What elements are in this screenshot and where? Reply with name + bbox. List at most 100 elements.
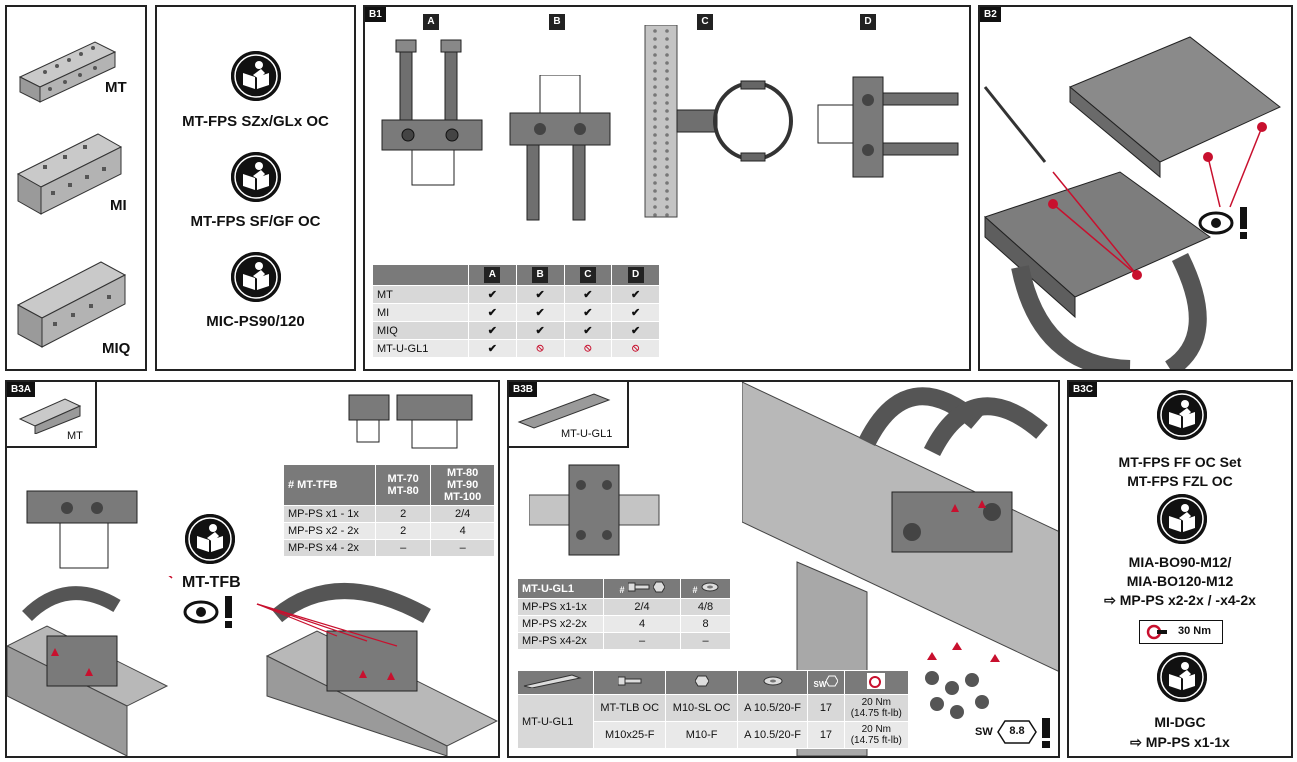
- cell: 17: [807, 694, 845, 722]
- perforation-hole: [653, 205, 657, 209]
- perforation-hole: [653, 189, 657, 193]
- manual-book-icon: [1157, 652, 1207, 702]
- nut-icon: [694, 675, 710, 687]
- sw-grade-badge: 8.8: [997, 720, 1037, 744]
- prohibited-icon: ⦸: [515, 339, 565, 358]
- cell: 8: [680, 615, 731, 633]
- mt-profile-icon: [18, 398, 82, 434]
- row-label: MP-PS x4 - 2x: [283, 539, 376, 557]
- table-row: MP-PS x4 - 2x – –: [283, 539, 495, 557]
- perforation-hole: [665, 165, 669, 169]
- table-row: MI ✔ ✔ ✔ ✔: [372, 303, 660, 322]
- perforation-hole: [665, 213, 669, 217]
- variant-c-illustration: [644, 25, 793, 218]
- col-header-sw: SW: [807, 670, 845, 695]
- col-header: MT-80 MT-90 MT-100: [430, 464, 495, 506]
- miq-profile-illustration: [16, 261, 127, 348]
- col-header: # MT-TFB: [283, 464, 376, 506]
- manual-line: MT-FPS FF OC Set: [1118, 454, 1242, 470]
- perforation-hole: [653, 45, 657, 49]
- panel-tag: B2: [980, 7, 1001, 22]
- check-icon: ✔: [515, 285, 565, 304]
- check-icon: ✔: [611, 321, 660, 340]
- hex-grade-icon: [997, 720, 1037, 744]
- manual-label: MT-TFB: [182, 574, 241, 591]
- mt-profile-illustration: [18, 41, 117, 103]
- perforation-hole: [665, 61, 669, 65]
- variant-letter: D: [860, 14, 876, 30]
- variant-letter: B: [549, 14, 565, 30]
- sw-grade-value: 8.8: [1009, 725, 1025, 737]
- perforation-hole: [653, 165, 657, 169]
- col-header: C: [579, 267, 596, 283]
- sw-grade-label: SW: [975, 726, 993, 738]
- panel-tag: B3B: [509, 382, 538, 397]
- torque-value-imperial: (14.75 ft-lb): [850, 708, 902, 719]
- perforation-hole: [665, 77, 669, 81]
- washer-icon: [763, 676, 783, 686]
- perforation-hole: [665, 45, 669, 49]
- row-label: MT: [372, 285, 469, 304]
- eye-check-icon: [1198, 207, 1247, 239]
- manual-label-2: MT-FPS SF/GF OC: [190, 213, 321, 230]
- check-icon: ✔: [468, 339, 517, 358]
- variant-a-illustration: [381, 39, 483, 186]
- cell: 4: [602, 615, 682, 633]
- perforation-hole: [665, 85, 669, 89]
- profile-thumbnail: MT-U-GL1: [509, 382, 629, 448]
- perforation-hole: [653, 181, 657, 185]
- perforation-hole: [653, 61, 657, 65]
- perforation-hole: [653, 93, 657, 97]
- torque-value-imperial: (14.75 ft-lb): [850, 735, 902, 746]
- cell: –: [430, 539, 495, 557]
- manual-line: MIA-BO90-M12/: [1128, 554, 1232, 570]
- col-header: B: [532, 267, 549, 283]
- panel-b3c: B3C MT-FPS FF OC Set MT-FPS FZL OC MIA-B…: [1067, 380, 1293, 758]
- row-label: MP-PS x2 - 2x: [283, 522, 376, 540]
- warning-exclamation-icon: [1042, 718, 1050, 748]
- nut-icon: [652, 581, 666, 593]
- check-icon: ✔: [515, 321, 565, 340]
- perforation-hole: [653, 29, 657, 33]
- cell: 4: [430, 522, 495, 540]
- manual-line: MT-FPS FZL OC: [1127, 473, 1233, 489]
- check-icon: ✔: [611, 303, 660, 322]
- perforation-hole: [653, 109, 657, 113]
- col-header-bolt-nut: #: [602, 578, 682, 599]
- table-row: MP-PS x2 - 2x 2 4: [283, 522, 495, 540]
- perforation-hole: [653, 69, 657, 73]
- torque-cell: 20 Nm(14.75 ft-lb): [843, 721, 910, 749]
- cell: 2/4: [602, 598, 682, 616]
- col-header-washer: [736, 670, 809, 695]
- row-label: MT-U-GL1: [517, 694, 594, 749]
- perforation-hole: [665, 93, 669, 97]
- table-row: MP-PS x1 - 1x 2 2/4: [283, 505, 495, 523]
- perforation-hole: [665, 101, 669, 105]
- check-icon: ✔: [563, 303, 613, 322]
- col-header-washer: #: [680, 578, 731, 599]
- perforation-hole: [665, 133, 669, 137]
- torque-value: 30 Nm: [1178, 625, 1212, 637]
- perforation-hole: [653, 85, 657, 89]
- perforation-hole: [653, 157, 657, 161]
- cell: M10x25-F: [592, 721, 667, 749]
- torque-cell: 20 Nm(14.75 ft-lb): [843, 694, 910, 722]
- perforation-hole: [665, 37, 669, 41]
- perforation-hole: [665, 157, 669, 161]
- b3b-fastener-count-table: MT-U-GL1 # # MP-PS x1-1x 2/4 4/8 MP-PS x…: [517, 578, 731, 650]
- variant-d-illustration: [817, 76, 959, 178]
- mi-profile-illustration: [16, 133, 123, 215]
- cell: M10-F: [665, 721, 738, 749]
- col-header: MT-70 MT-80: [374, 464, 432, 506]
- panel-b2: B2: [978, 5, 1293, 371]
- row-label: MP-PS x1-1x: [517, 598, 604, 616]
- cell: M10-SL OC: [665, 694, 738, 722]
- profile-label: MT: [67, 430, 83, 442]
- col-header-profile: [517, 670, 594, 695]
- col-header: A: [484, 267, 501, 283]
- perforation-hole: [665, 149, 669, 153]
- profiles-panel: MT MI MIQ: [5, 5, 147, 371]
- panel-tag: B3A: [7, 382, 36, 397]
- col-header-bolt: [592, 670, 667, 695]
- b3a-install-illustration: [7, 576, 498, 756]
